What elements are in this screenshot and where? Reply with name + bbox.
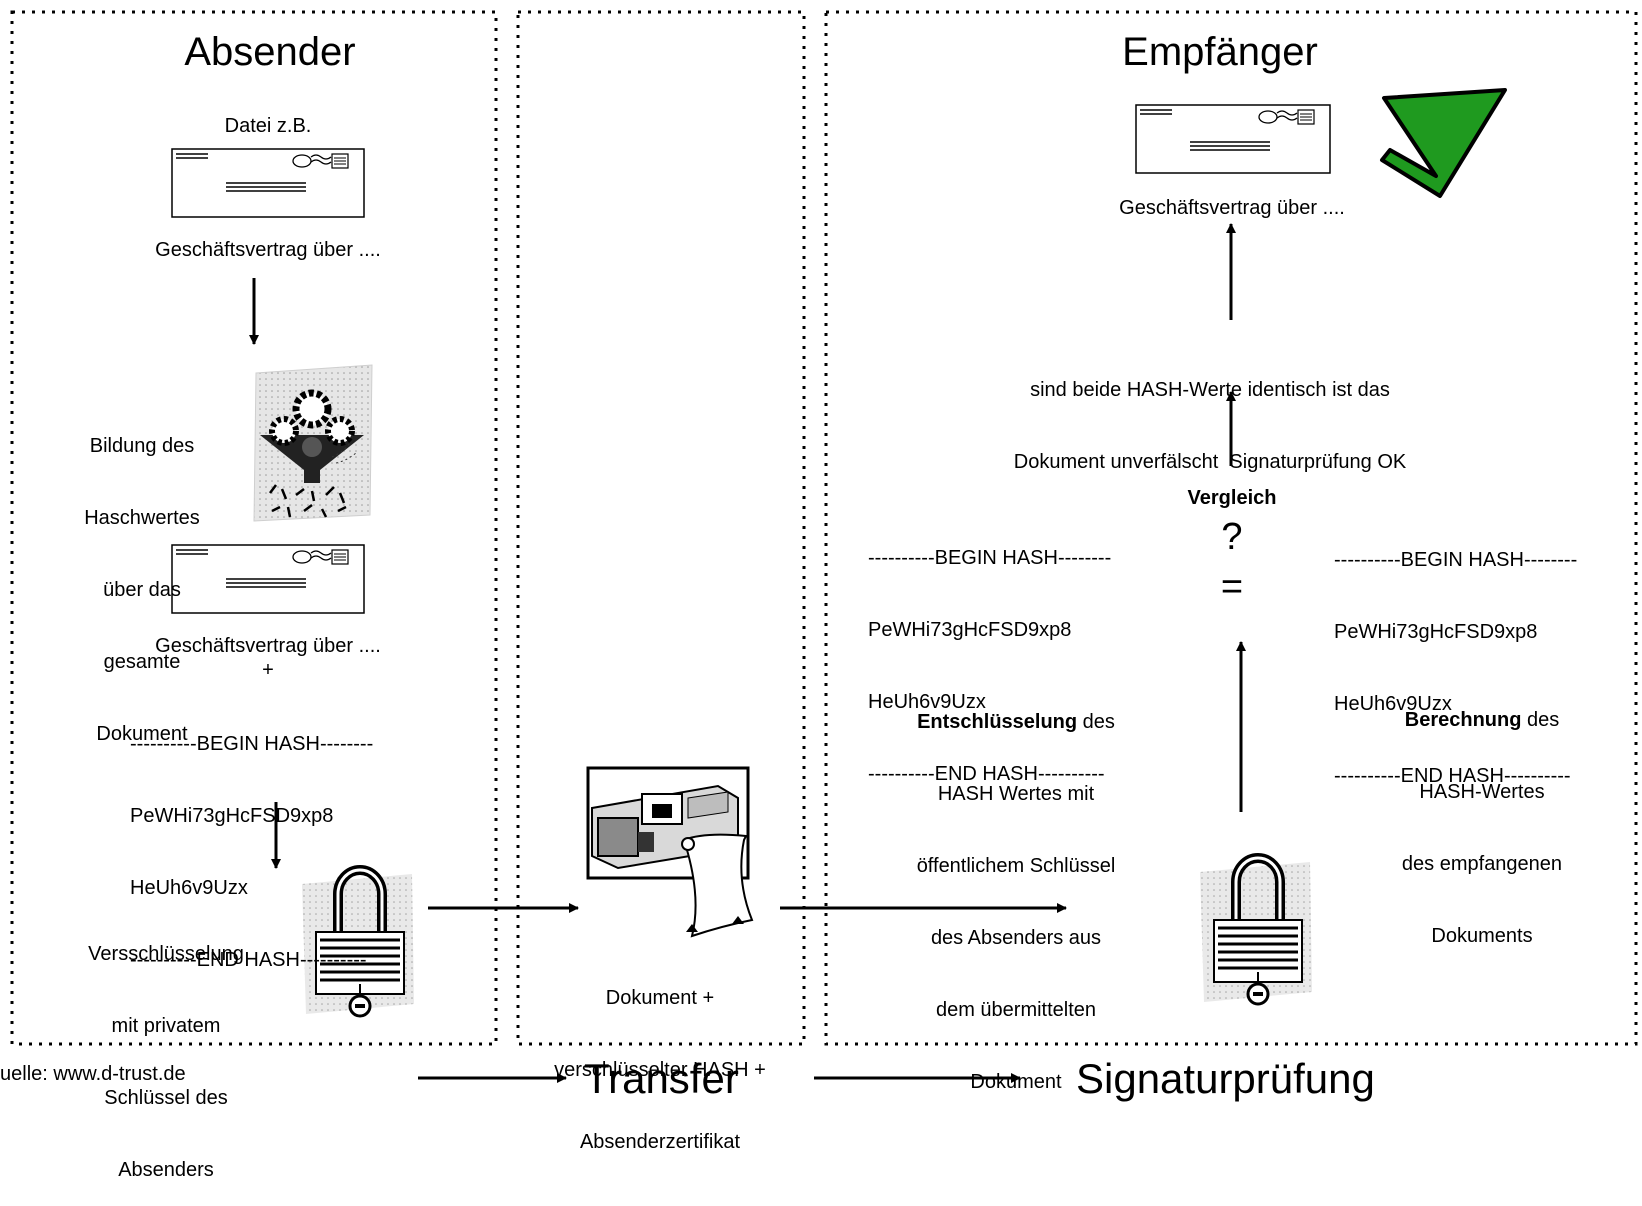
computed-hash-block: ----------BEGIN HASH-------- PeWHi73gHcF… — [1334, 549, 1578, 787]
footer-verify-label: Signaturprüfung — [1076, 1055, 1375, 1102]
decryption-description: Entschlüsselung des HASH Wertes mit öffe… — [916, 711, 1116, 1093]
equals-sign: = — [1220, 566, 1244, 608]
hash-funnel-icon — [253, 364, 373, 522]
footer-transfer-label: Transfer — [584, 1055, 739, 1102]
transfer-panel — [516, 10, 806, 1046]
transfer-package-icon — [586, 766, 754, 938]
document-envelope-icon — [171, 544, 365, 614]
sender-hash-block: ----------BEGIN HASH-------- PeWHi73gHcF… — [130, 733, 374, 971]
document-envelope-icon — [171, 148, 365, 218]
receiver-document-caption: Geschäftsvertrag über .... — [1119, 197, 1345, 219]
decrypted-hash-block: ----------BEGIN HASH-------- PeWHi73gHcF… — [868, 547, 1112, 785]
file-label: Datei z.B. — [224, 115, 312, 137]
diagram-canvas — [10, 10, 1638, 1083]
calculation-bold: Berechnung — [1404, 709, 1522, 731]
encryption-description: Versschlüsselung mit privatem Schlüssel … — [88, 943, 244, 1181]
document-caption: Geschäftsvertrag über .... — [155, 239, 381, 261]
padlock-icon — [1200, 853, 1312, 1006]
plus-sign: + — [262, 659, 274, 681]
document-caption-2: Geschäftsvertrag über .... — [155, 635, 381, 657]
verification-result: sind beide HASH-Werte identisch ist das … — [1013, 379, 1407, 473]
sender-title: Absender — [184, 30, 356, 74]
checkmark-icon — [1380, 88, 1507, 198]
hash-description: Bildung des Haschwertes über das gesamte… — [84, 435, 200, 745]
padlock-icon — [302, 865, 414, 1018]
compare-label: Vergleich — [1187, 487, 1277, 509]
receiver-title: Empfänger — [1122, 30, 1318, 74]
calculation-description: Berechnung des HASH-Wertes des empfangen… — [1401, 709, 1563, 947]
question-mark: ? — [1221, 516, 1243, 558]
sender-panel — [10, 10, 498, 1046]
source-credit: uelle: www.d-trust.de — [0, 1063, 186, 1085]
decryption-bold: Entschlüsselung — [917, 711, 1078, 733]
document-envelope-icon — [1135, 104, 1331, 174]
